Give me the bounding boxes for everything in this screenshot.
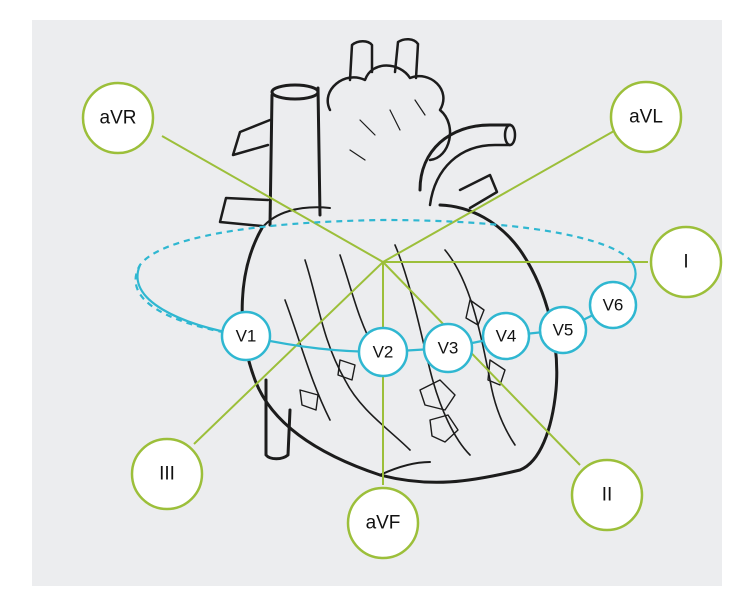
precordial-lead-label: V4 [496,327,517,346]
limb-lead-aVR: aVR [83,83,153,153]
limb-lead-label: II [602,485,613,506]
limb-lead-aVF: aVF [348,488,418,558]
limb-lead-label: III [159,464,175,485]
limb-lead-label: aVF [366,513,401,534]
limb-lead-label: aVR [100,108,137,129]
precordial-leads: V1 V2 V3 V4 V5 V6 [222,282,636,376]
limb-lead-aVL: aVL [611,82,681,152]
precordial-lead-label: V6 [603,296,624,315]
limb-lead-I: I [651,227,721,297]
precordial-lead-V2: V2 [359,328,407,376]
precordial-lead-label: V5 [553,321,574,340]
precordial-lead-V1: V1 [222,312,270,360]
limb-lead-III: III [132,439,202,509]
limb-lead-label: aVL [629,107,663,128]
precordial-lead-V6: V6 [590,282,636,328]
precordial-lead-V5: V5 [540,307,586,353]
limb-lead-lines [162,131,648,485]
precordial-lead-V3: V3 [424,324,472,372]
lead-line-aVL [383,131,614,262]
precordial-lead-label: V3 [438,339,459,358]
precordial-lead-V4: V4 [483,313,529,359]
heart-illustration [220,39,557,482]
precordial-lead-label: V1 [236,327,257,346]
lead-line-II [383,262,580,465]
precordial-lead-label: V2 [373,343,394,362]
limb-lead-II: II [572,460,642,530]
limb-lead-label: I [683,252,688,273]
